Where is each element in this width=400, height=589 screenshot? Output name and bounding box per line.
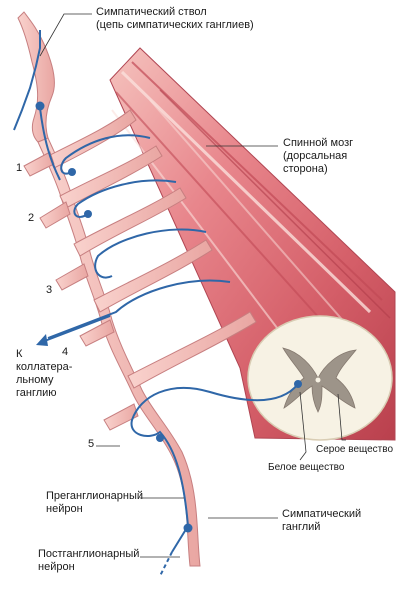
level-number-5: 5 bbox=[88, 438, 95, 450]
level-number-2: 2 bbox=[28, 212, 35, 224]
collateral-line1: К bbox=[16, 348, 23, 360]
collateral-line2: коллатера- bbox=[16, 361, 73, 373]
level-number-1: 1 bbox=[16, 162, 23, 174]
collateral-line4: ганглию bbox=[16, 387, 57, 399]
preganglionic-label: Преганглионарный нейрон bbox=[46, 490, 143, 516]
sympathetic-ganglion-line1: Симпатический bbox=[282, 508, 362, 520]
cord-cross-section bbox=[247, 315, 393, 441]
sympathetic-trunk-label: Симпатический ствол (цепь симпатических … bbox=[96, 6, 254, 32]
preganglionic-line1: Преганглионарный bbox=[46, 490, 143, 502]
collateral-line3: льному bbox=[16, 374, 54, 386]
leader-lines bbox=[39, 13, 346, 558]
level-number-3: 3 bbox=[46, 284, 53, 296]
neuron-bodies bbox=[35, 101, 302, 533]
sympathetic-chain bbox=[17, 11, 257, 567]
preganglionic-line2: нейрон bbox=[46, 503, 83, 515]
postganglionic-line2: нейрон bbox=[38, 561, 75, 573]
postganglionic-line1: Постганглионарный bbox=[38, 548, 140, 560]
sympathetic-trunk-line2: (цепь симпатических ганглиев) bbox=[96, 19, 254, 31]
sympathetic-trunk-line1: Симпатический ствол bbox=[96, 6, 207, 18]
spinal-cord-line1: Спинной мозг bbox=[283, 137, 354, 149]
collateral-arrow bbox=[36, 315, 111, 346]
spinal-cord-line3: сторона) bbox=[283, 163, 328, 175]
white-matter-label: Белое вещество bbox=[268, 462, 345, 473]
spinal-cord-label: Спинной мозг (дорсальная сторона) bbox=[283, 137, 353, 176]
postganglionic-label: Постганглионарный нейрон bbox=[38, 548, 139, 574]
sympathetic-ganglion-line2: ганглий bbox=[282, 521, 321, 533]
neurons bbox=[13, 30, 299, 577]
gray-matter-label: Серое вещество bbox=[316, 444, 394, 455]
level-number-4: 4 bbox=[62, 346, 69, 358]
spinal-cord-line2: (дорсальная bbox=[283, 150, 348, 162]
sympathetic-ganglion-label: Симпатический ганглий bbox=[282, 508, 361, 534]
collateral-label: К коллатера- льному ганглию bbox=[16, 348, 72, 400]
